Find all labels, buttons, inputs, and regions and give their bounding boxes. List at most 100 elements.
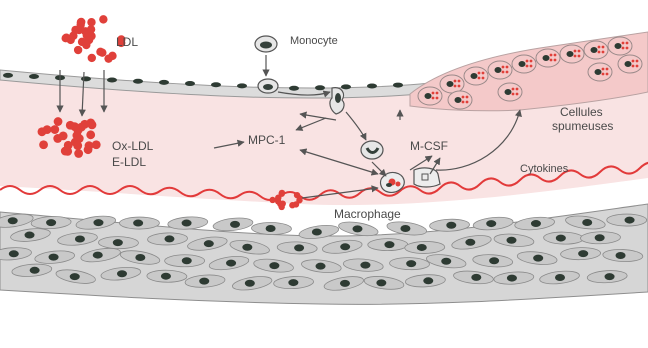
endothelial-nucleus [367,83,377,88]
smooth-muscle-nucleus [49,254,59,261]
lipid-droplet [462,101,465,104]
smooth-muscle-nucleus [376,279,386,286]
smooth-muscle-nucleus [8,217,18,224]
lipid-droplet [530,65,533,68]
smooth-muscle-nucleus [242,244,252,251]
smooth-muscle-nucleus [9,250,19,257]
lipid-droplet [636,65,639,68]
lipid-droplet [554,54,557,57]
endothelial-nucleus [341,84,351,89]
smooth-muscle-nucleus [406,260,416,267]
lipid-droplet [466,101,469,104]
lipid-droplet [598,46,601,49]
endothelial-nucleus [133,79,143,84]
lipid-droplet [526,60,529,63]
monocyte-adherent-icon [258,79,278,93]
lipid-droplet [578,55,581,58]
smooth-muscle-nucleus [70,273,80,280]
smooth-muscle-nucleus [465,239,475,246]
smooth-muscle-nucleus [93,252,103,259]
lipid-droplet [636,60,639,63]
smooth-muscle-nucleus [441,258,451,265]
foam-cell-nucleus [591,47,598,53]
monocyte-intima-icon [361,141,383,159]
ldl-particle [84,145,93,154]
foam-cell-nucleus [567,51,574,57]
smooth-muscle-nucleus [360,262,370,269]
foam-cell-nucleus [505,89,512,95]
smooth-muscle-nucleus [226,260,236,267]
lipid-droplet [602,46,605,49]
ldl-particle [269,197,275,203]
smooth-muscle-nucleus [556,235,566,242]
smooth-muscle-nucleus [595,234,605,241]
activated-macrophage-icon [414,168,440,187]
smooth-muscle-nucleus [269,262,279,269]
ldl-particle [63,147,72,156]
ldl-particle [279,190,285,196]
lipid-droplet [598,51,601,54]
ldl-particle [87,18,95,26]
ldl-particle [99,15,107,23]
lipid-droplet [632,60,635,63]
lipid-droplet [502,66,505,69]
ldl-particle [54,117,63,126]
smooth-muscle-nucleus [507,275,517,282]
foam-cell-nucleus [495,67,502,73]
mcp1-label: MPC-1 [248,133,286,147]
lipid-droplet [482,77,485,80]
ldl-particle [88,54,96,62]
ldl-particle [77,18,85,26]
ldl-particle [280,200,286,206]
lipid-droplet [432,97,435,100]
smooth-muscle-nucleus [423,277,433,284]
smooth-muscle-nucleus [531,220,541,227]
lipid-droplet [606,68,609,71]
endothelial-nucleus [3,73,13,78]
ldl-particle [66,121,75,130]
cytokines-label: Cytokines [520,163,569,175]
lipid-droplet [458,80,461,83]
ldl-particle [88,120,97,129]
ldl-particle [86,130,95,139]
lipid-droplet [554,59,557,62]
lipid-droplet [478,77,481,80]
lipid-droplet [506,71,509,74]
eldl-label: E-LDL [112,155,146,169]
lipid-droplet [530,60,533,63]
ldl-particle [92,140,101,149]
lipid-droplet [526,65,529,68]
lipid-droplet [626,42,629,45]
smooth-muscle-nucleus [471,274,481,281]
lipid-droplet [622,47,625,50]
smooth-muscle-nucleus [340,280,350,287]
lipid-droplet [578,50,581,53]
smooth-muscle-nucleus [266,225,276,232]
oxldl-label: Ox-LDL [112,139,154,153]
monocyte-label: Monocyte [290,35,338,47]
smooth-muscle-nucleus [312,228,322,235]
ldl-particle [74,46,82,54]
mcsf-label: M-CSF [410,139,448,153]
lipid-droplet [574,55,577,58]
smooth-muscle-nucleus [113,239,123,246]
lipid-droplet [602,73,605,76]
endothelial-nucleus [81,76,91,81]
smooth-muscle-nucleus [182,257,192,264]
lipid-droplet [550,54,553,57]
lipid-droplet [516,88,519,91]
smooth-muscle-nucleus [230,221,240,228]
smooth-muscle-nucleus [340,243,350,250]
lipid-droplet [436,97,439,100]
foam-cell-nucleus [471,73,478,79]
foam-cells-label-line2: spumeuses [552,119,613,133]
lipid-droplet [602,68,605,71]
smooth-muscle-nucleus [164,235,174,242]
lipid-droplet [482,72,485,75]
smooth-muscle-nucleus [288,279,298,286]
lipid-droplet [512,93,515,96]
smooth-muscle-nucleus [400,225,410,232]
smooth-muscle-nucleus [182,220,192,227]
smooth-muscle-nucleus [316,263,326,270]
smooth-muscle-nucleus [352,225,362,232]
